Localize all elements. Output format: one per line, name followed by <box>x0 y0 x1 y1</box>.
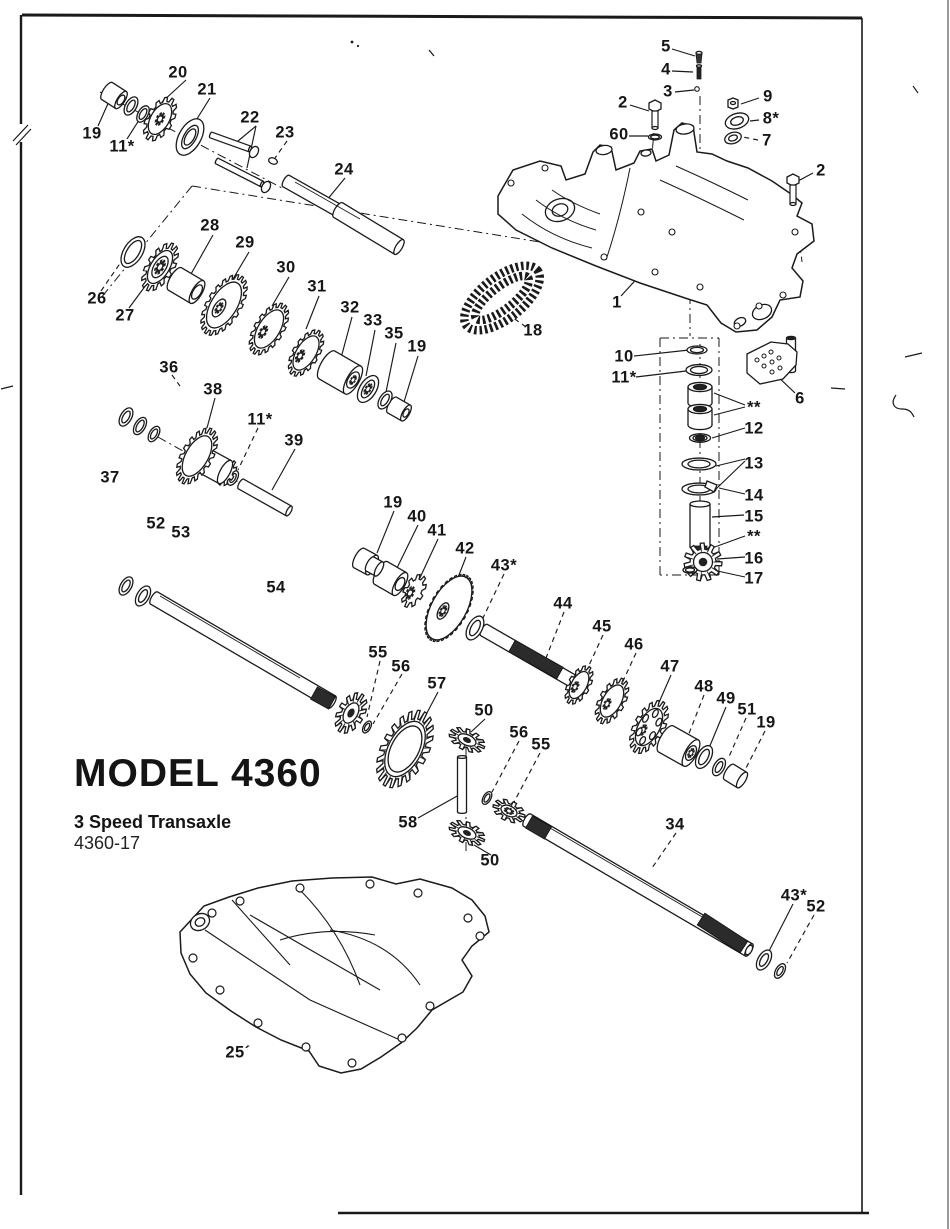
part-label-20: 20 <box>168 63 188 82</box>
part-label-38: 38 <box>203 380 223 399</box>
part-label-11: 11* <box>611 368 637 387</box>
part-label-49: 49 <box>716 689 736 708</box>
upper-housing <box>497 122 815 333</box>
part-label-5: 5 <box>661 37 671 56</box>
part-label-40: 40 <box>407 507 427 526</box>
part-label-47: 47 <box>660 657 680 676</box>
part-label-44: 44 <box>553 594 573 613</box>
part-label-6: 6 <box>795 389 805 408</box>
part-label-55: 55 <box>368 643 388 662</box>
part-label-36: 36 <box>159 358 179 377</box>
part-label-14: 14 <box>744 486 764 505</box>
part-label-32: 32 <box>340 298 360 317</box>
part-label-2: 2 <box>816 161 826 180</box>
part-label-48: 48 <box>694 677 714 696</box>
part-label-16: 16 <box>744 549 764 568</box>
part-label-17: 17 <box>744 569 764 588</box>
part-label-37: 37 <box>100 468 120 487</box>
part-label-11: 11* <box>109 137 135 156</box>
part-label-56: 56 <box>509 723 529 742</box>
part-label-: ** <box>747 398 761 417</box>
part-label-11: 11* <box>247 410 273 429</box>
part-label-10: 10 <box>614 347 634 366</box>
part-label-25: 25´ <box>225 1043 251 1062</box>
part-label-19: 19 <box>82 124 102 143</box>
part-label-43: 43* <box>780 886 808 905</box>
part-label-39: 39 <box>284 431 304 450</box>
cluster-gear-group <box>118 407 293 517</box>
part-label-50: 50 <box>480 851 500 870</box>
axle-54-group <box>118 576 486 847</box>
part-label-52: 52 <box>806 897 826 916</box>
part-label-31: 31 <box>307 277 327 296</box>
part-label-4: 4 <box>661 60 671 79</box>
input-shaft-group <box>100 81 405 256</box>
part-label-19: 19 <box>407 337 427 356</box>
part-label-28: 28 <box>200 216 220 235</box>
part-label-29: 29 <box>235 233 255 252</box>
main-shaft-group <box>351 547 749 789</box>
part-label-21: 21 <box>197 80 217 99</box>
part-label-24: 24 <box>334 160 354 179</box>
part-label-15: 15 <box>744 507 764 526</box>
part-label-9: 9 <box>763 87 773 106</box>
part-label-42: 42 <box>455 539 475 558</box>
part-label-19: 19 <box>756 713 776 732</box>
part-label-58: 58 <box>398 813 418 832</box>
part-label-51: 51 <box>737 700 757 719</box>
part-label-50: 50 <box>474 701 494 720</box>
part-label-27: 27 <box>115 306 135 325</box>
model-title: MODEL 4360 <box>74 752 322 795</box>
model-subtitle: 3 Speed Transaxle <box>74 812 232 832</box>
part-label-43: 43* <box>490 556 518 575</box>
part-label-7: 7 <box>762 131 772 150</box>
lower-housing <box>179 876 490 1074</box>
part-label-30: 30 <box>276 258 296 277</box>
part-label-46: 46 <box>624 635 644 654</box>
part-label-1: 1 <box>612 293 622 312</box>
part-label-41: 41 <box>427 521 447 540</box>
part-label-13: 13 <box>744 454 764 473</box>
axle-34-group <box>481 790 787 979</box>
part-label-26: 26 <box>87 289 107 308</box>
part-label-55: 55 <box>531 735 551 754</box>
part-label-57: 57 <box>427 674 447 693</box>
part-label-54: 54 <box>266 578 286 597</box>
part-label-45: 45 <box>592 617 612 636</box>
part-label-56: 56 <box>391 657 411 676</box>
part-label-: ** <box>747 527 761 546</box>
brake-bracket <box>746 335 798 385</box>
part-label-2: 2 <box>618 93 628 112</box>
figure-number: 4360-17 <box>74 833 141 853</box>
part-label-23: 23 <box>275 123 295 142</box>
part-label-34: 34 <box>665 815 685 834</box>
part-label-19: 19 <box>383 493 403 512</box>
brake-shaft-column <box>681 345 723 582</box>
part-label-35: 35 <box>384 324 404 343</box>
part-label-12: 12 <box>744 419 764 438</box>
part-label-8: 8* <box>762 109 780 128</box>
top-hardware <box>647 50 800 207</box>
part-label-22: 22 <box>240 108 260 127</box>
part-label-60: 60 <box>609 125 629 144</box>
gear-stack <box>120 236 413 422</box>
part-label-18: 18 <box>523 321 543 340</box>
part-label-52: 52 <box>146 514 166 533</box>
part-label-53: 53 <box>171 523 191 542</box>
part-label-33: 33 <box>363 311 383 330</box>
part-label-3: 3 <box>663 82 673 101</box>
